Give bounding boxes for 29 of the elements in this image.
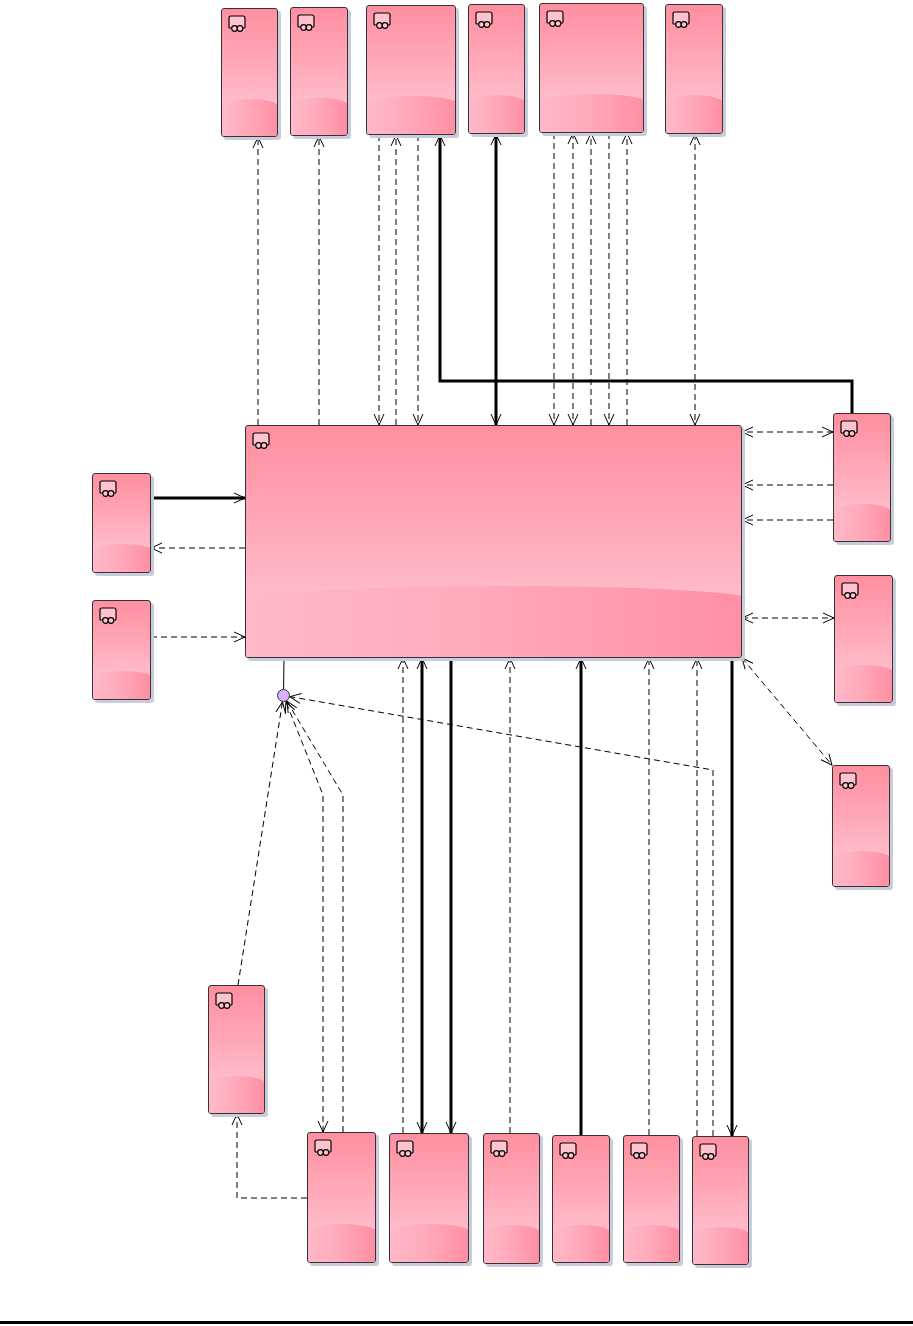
connector-arrow	[237, 701, 287, 986]
connector-arrow	[726, 658, 738, 1137]
component-box	[623, 1135, 680, 1263]
component-box	[208, 985, 265, 1114]
connector-arrow	[445, 658, 457, 1134]
component-box	[692, 1136, 749, 1265]
component-box	[290, 7, 348, 136]
component-box	[834, 575, 893, 703]
connector-arrow	[151, 492, 246, 504]
component-box	[92, 600, 151, 700]
component-box	[468, 4, 525, 134]
connector-arrow	[286, 700, 344, 1133]
connector-arrow	[741, 657, 833, 766]
component-box	[833, 413, 891, 542]
component-box	[389, 1133, 469, 1263]
component-box	[245, 425, 742, 658]
component-box	[92, 473, 151, 573]
connector-arrow	[741, 426, 834, 438]
component-box	[832, 765, 890, 887]
component-box	[366, 5, 456, 135]
component-box	[483, 1133, 540, 1264]
component-box	[552, 1135, 610, 1263]
component-box	[665, 4, 723, 134]
component-box	[307, 1132, 376, 1263]
connector-arrow	[289, 693, 714, 1137]
connector-arrow	[284, 701, 329, 1133]
interface-circle	[277, 689, 290, 702]
component-box	[221, 8, 278, 137]
component-box	[539, 3, 644, 133]
